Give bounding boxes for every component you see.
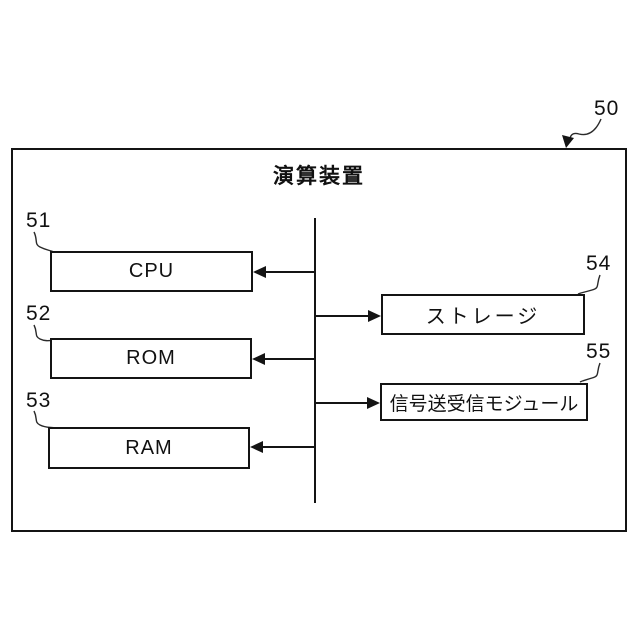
ref-label-51: 51 [26, 209, 52, 232]
block-storage: ストレージ [381, 294, 585, 335]
block-signal-module: 信号送受信モジュール [380, 383, 588, 421]
ref-50-arrowhead [562, 135, 574, 148]
ref-label-53: 53 [26, 389, 52, 412]
block-rom: ROM [50, 338, 252, 379]
ref-50-leader [569, 118, 602, 141]
ref-label-54: 54 [586, 252, 612, 275]
diagram-title: 演算装置 [273, 165, 365, 188]
block-cpu: CPU [50, 251, 253, 292]
ref-label-52: 52 [26, 302, 52, 325]
block-ram: RAM [48, 427, 250, 469]
ref-label-50: 50 [594, 97, 620, 120]
ref-label-55: 55 [586, 340, 612, 363]
